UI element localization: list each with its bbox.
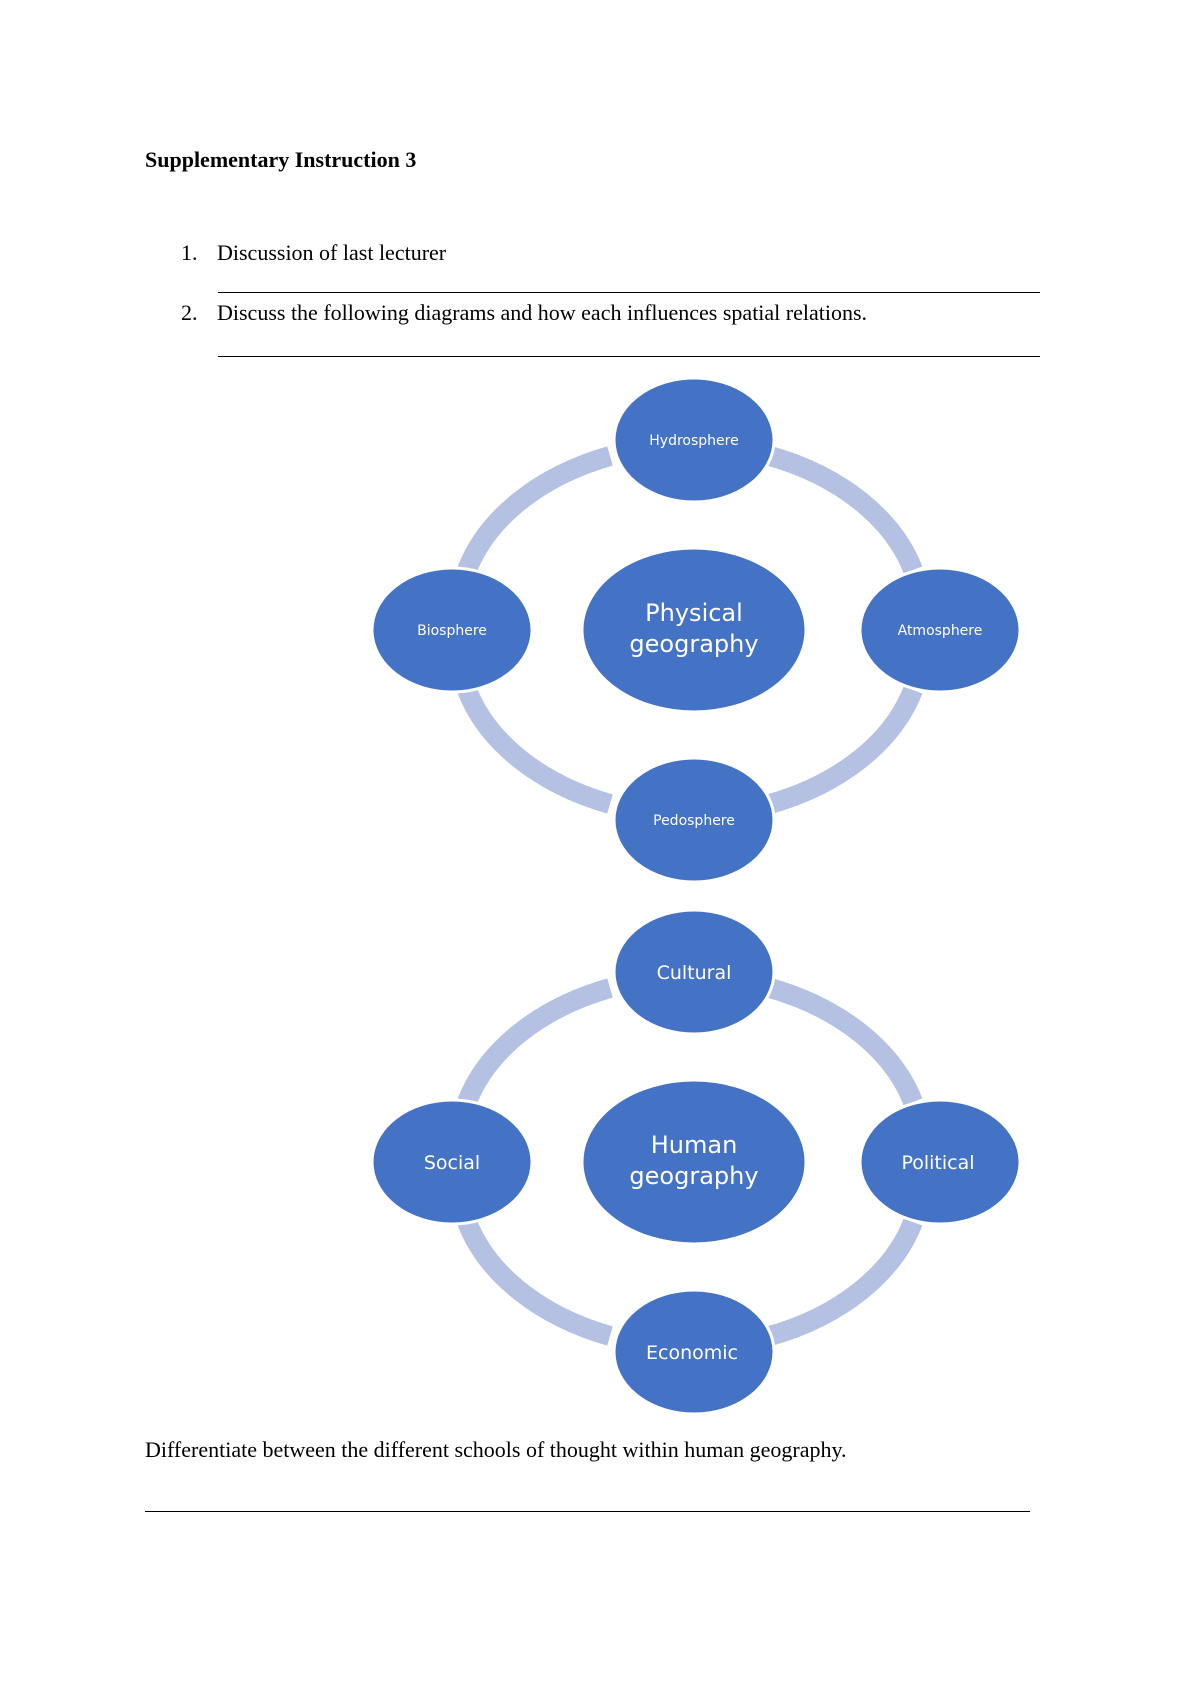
arc-top-right [767, 978, 923, 1106]
list-item-2: 2. Discuss the following diagrams and how… [181, 300, 867, 326]
node-label-right: Political [901, 1152, 974, 1174]
list-number-1: 1. [181, 240, 198, 265]
node-political: Political [858, 1098, 1020, 1226]
arc-bottom-left [457, 1218, 613, 1346]
answer-line-3 [145, 1511, 1030, 1512]
node-cultural: Cultural [612, 908, 776, 1036]
node-hydrosphere: Hydrosphere [612, 376, 776, 504]
list-item-1: 1. Discussion of last lecturer [181, 240, 446, 266]
arc-right-bottom [767, 686, 923, 814]
human-cycle-arcs [457, 978, 923, 1346]
center-label-line2: geography [629, 1162, 758, 1190]
document-title: Supplementary Instruction 3 [145, 147, 417, 172]
arc-left-top [457, 446, 613, 574]
center-label-line1: Physical [645, 599, 743, 627]
node-biosphere: Biosphere [370, 566, 534, 694]
list-number-2: 2. [181, 300, 198, 325]
arc-top-right [767, 446, 923, 574]
list-text-2: Discuss the following diagrams and how e… [217, 300, 868, 325]
center-label-line1: Human [651, 1131, 738, 1159]
node-label-top: Hydrosphere [649, 433, 738, 449]
arc-left-top [457, 978, 613, 1106]
human-geography-diagram: Human geography Cultural Political Econo… [370, 908, 1020, 1416]
physical-geography-diagram: Physical geography Hydrosphere Atmospher… [370, 376, 1020, 884]
list-text-1: Discussion of last lecturer [217, 240, 447, 265]
center-node: Human geography [580, 1078, 808, 1246]
node-label-right: Atmosphere [898, 623, 983, 639]
physical-cycle-arcs [457, 446, 923, 814]
node-label-left: Biosphere [417, 623, 487, 639]
question-text: Differentiate between the different scho… [145, 1437, 847, 1462]
arc-bottom-left [457, 686, 613, 814]
node-pedosphere: Pedosphere [612, 756, 776, 884]
node-economic: Economic [612, 1288, 776, 1416]
answer-line-2 [218, 356, 1040, 357]
node-label-bottom: Pedosphere [653, 813, 735, 829]
node-label-bottom: Economic [646, 1342, 738, 1364]
node-social: Social [370, 1098, 534, 1226]
center-label-line2: geography [629, 630, 758, 658]
node-label-top: Cultural [657, 962, 732, 984]
node-label-left: Social [424, 1152, 480, 1174]
center-node: Physical geography [580, 546, 808, 714]
answer-line-1 [218, 292, 1040, 293]
node-atmosphere: Atmosphere [858, 566, 1020, 694]
arc-right-bottom [767, 1218, 923, 1346]
